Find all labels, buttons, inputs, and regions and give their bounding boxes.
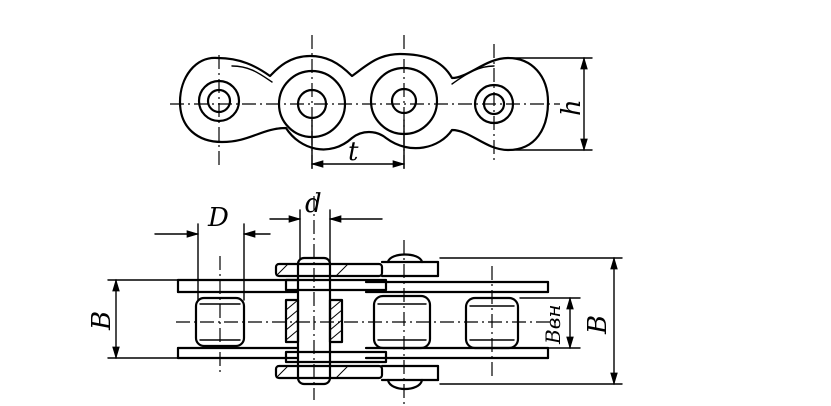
height-label: h: [557, 99, 587, 116]
roller-diameter-label: D: [207, 203, 229, 233]
pitch-label: t: [348, 137, 359, 167]
chain-side-view: t h: [170, 35, 593, 172]
chain-top-view: D d B: [87, 189, 623, 404]
inner-width-label: B: [87, 311, 117, 331]
inner-width-between-plates-label: Bвн: [541, 304, 565, 345]
pin-diameter-label: d: [305, 189, 322, 219]
outer-width-label: B: [583, 315, 613, 335]
